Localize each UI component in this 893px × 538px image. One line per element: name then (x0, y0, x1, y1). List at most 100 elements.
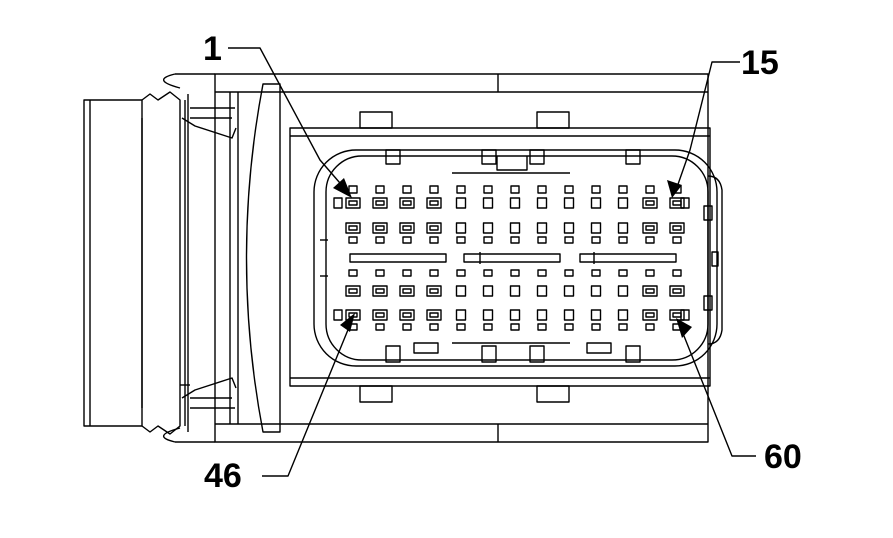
pin-marker (375, 185, 385, 194)
pin-cavity (455, 309, 467, 321)
pin-marker (510, 323, 520, 331)
pin-contact (375, 312, 385, 318)
pin-cavity (482, 222, 494, 234)
pin-cavity (669, 285, 685, 297)
pin-cavity (509, 197, 521, 209)
connector-face (313, 149, 718, 367)
pin-cavity (399, 309, 415, 321)
pin-marker (510, 185, 520, 194)
pin-marker (510, 236, 520, 244)
pin-cavity (345, 197, 361, 209)
pin-marker (537, 236, 547, 244)
pin-cavity (482, 197, 494, 209)
arrowhead-pin-1 (333, 178, 352, 198)
pin-marker (591, 236, 601, 244)
pin-marker (348, 269, 358, 277)
frame-tab (359, 111, 393, 129)
inner-frame (289, 127, 711, 387)
pin-contact (645, 288, 655, 294)
curved-side-panel (245, 83, 281, 433)
pin-label-1: 1 (203, 30, 222, 68)
pin-cavity (642, 222, 658, 234)
pin-marker (645, 323, 655, 331)
pin-marker (591, 269, 601, 277)
pin-cavity (563, 222, 575, 234)
pin-marker (402, 269, 412, 277)
pin-contact (429, 200, 439, 206)
pin-contact (375, 200, 385, 206)
pin-marker (672, 236, 682, 244)
pin-marker (483, 185, 493, 194)
pin-contact (645, 200, 655, 206)
pin-cavity (372, 222, 388, 234)
pin-cavity (590, 222, 602, 234)
pin-marker (456, 269, 466, 277)
arrowhead-pin-60 (676, 318, 692, 338)
pin-marker (429, 185, 439, 194)
pin-marker (483, 236, 493, 244)
pin-cavity (563, 285, 575, 297)
pin-contact (375, 225, 385, 231)
pin-marker (591, 323, 601, 331)
pin-marker (348, 185, 358, 194)
frame-tab (359, 385, 393, 403)
pin-marker (483, 269, 493, 277)
pin-cavity (617, 285, 629, 297)
pin-marker (645, 236, 655, 244)
pin-cavity (426, 222, 442, 234)
center-bar-left (349, 253, 447, 263)
arrowhead-pin-46 (340, 313, 355, 332)
pin-marker (618, 185, 628, 194)
pin-marker (645, 185, 655, 194)
pin-contact (402, 312, 412, 318)
pin-cavity (372, 285, 388, 297)
pin-marker (375, 236, 385, 244)
pin-contact (645, 312, 655, 318)
pin-label-60: 60 (764, 438, 802, 476)
pin-contact (429, 288, 439, 294)
pin-marker (375, 323, 385, 331)
pin-cavity (642, 285, 658, 297)
pin-cavity (399, 285, 415, 297)
pin-contact (672, 312, 682, 318)
pin-contact (348, 200, 358, 206)
pin-cavity (536, 285, 548, 297)
pin-marker (564, 236, 574, 244)
outer-housing (214, 73, 709, 443)
pin-marker (618, 269, 628, 277)
pin-marker (564, 269, 574, 277)
center-bar-right (579, 253, 677, 263)
pin-cavity (536, 197, 548, 209)
pin-cavity (455, 285, 467, 297)
connector-face-inner (325, 155, 709, 361)
pin-marker (456, 185, 466, 194)
center-bar-mid (463, 253, 561, 263)
pin-cavity (399, 197, 415, 209)
pin-cavity (669, 309, 685, 321)
pin-cavity (617, 309, 629, 321)
pin-marker (618, 323, 628, 331)
pin-marker (429, 269, 439, 277)
frame-tab (536, 385, 570, 403)
pin-cavity (345, 222, 361, 234)
pin-marker (618, 236, 628, 244)
leader-lines (228, 47, 756, 477)
pin-cavity (536, 222, 548, 234)
pin-label-15: 15 (741, 44, 779, 82)
pin-cavity (509, 222, 521, 234)
pin-cavity (590, 309, 602, 321)
pin-marker (456, 236, 466, 244)
pin-cavity (642, 197, 658, 209)
pin-marker (645, 269, 655, 277)
pin-marker (672, 269, 682, 277)
pin-contact (672, 225, 682, 231)
pin-marker (429, 236, 439, 244)
pin-marker (537, 269, 547, 277)
pin-cavity (482, 285, 494, 297)
pin-cavity (345, 285, 361, 297)
frame-tab (536, 111, 570, 129)
pin-marker (537, 185, 547, 194)
pin-cavity (426, 197, 442, 209)
pin-cavity (536, 309, 548, 321)
